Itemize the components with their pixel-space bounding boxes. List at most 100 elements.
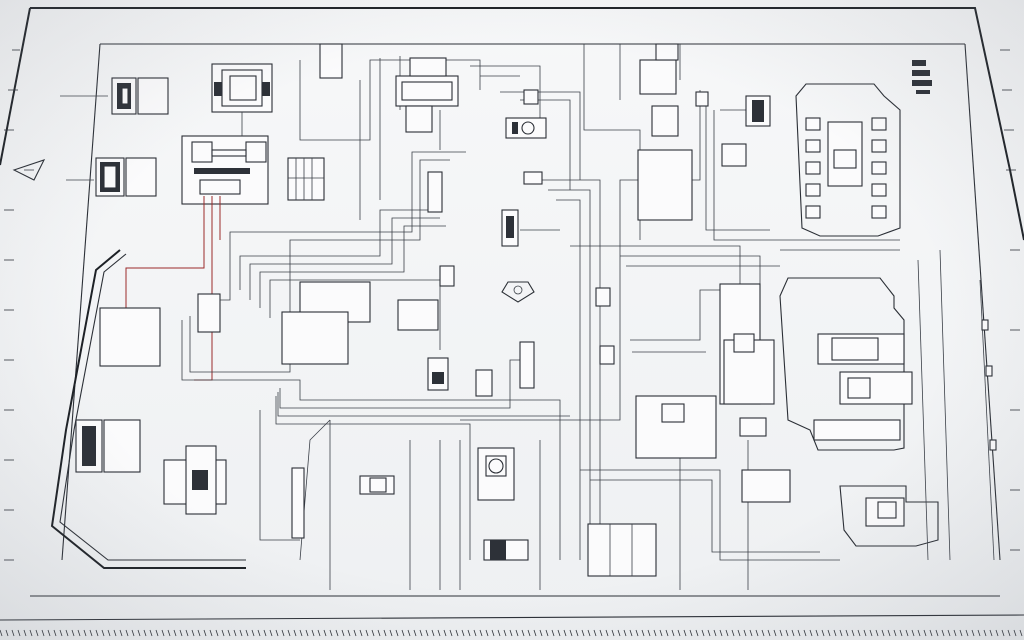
rail-right [805, 117, 887, 219]
ruler-tick [689, 629, 693, 637]
ruler-tick [1013, 629, 1017, 637]
ruler-tick [569, 629, 573, 637]
ruler-tick [257, 629, 261, 637]
ruler-tick [281, 629, 285, 637]
ruler-tick [707, 629, 711, 637]
ruler-tick [839, 629, 843, 637]
ruler-tick [473, 629, 477, 637]
ruler-tick [773, 629, 777, 637]
ruler-tick [815, 629, 819, 637]
rail-rung-right [871, 205, 887, 219]
center-components [281, 57, 547, 397]
ruler-tick [593, 629, 597, 637]
ruler-tick [863, 629, 867, 637]
ruler-tick [11, 629, 15, 637]
ruler-tick [635, 629, 639, 637]
ruler-tick [827, 629, 831, 637]
ruler-tick [749, 629, 753, 637]
ruler-tick [761, 629, 765, 637]
ruler-tick [233, 629, 237, 637]
ruler-tick [407, 629, 411, 637]
ruler-tick [0, 629, 3, 637]
relay-bank [287, 43, 343, 201]
rail-rung-left [805, 183, 821, 197]
ruler-tick [803, 629, 807, 637]
ruler-tick [725, 629, 729, 637]
ruler-tick [59, 629, 63, 637]
ruler-tick [197, 629, 201, 637]
left-wall [50, 249, 246, 569]
ruler-tick [971, 629, 975, 637]
ruler-tick [887, 629, 891, 637]
ruler-tick [527, 629, 531, 637]
rail-rung-right [871, 139, 887, 153]
rail-rung-left [805, 161, 821, 175]
ruler-tick [557, 629, 561, 637]
ruler-tick [101, 629, 105, 637]
rail-rung-left [805, 205, 821, 219]
ruler-tick [797, 629, 801, 637]
ruler-tick [581, 629, 585, 637]
dimension-lines [917, 249, 997, 561]
bottom-ruler [0, 629, 1023, 637]
ruler-tick [41, 629, 45, 637]
block-top-left [60, 77, 169, 197]
ruler-tick [935, 629, 939, 637]
ruler-tick [269, 629, 273, 637]
ruler-tick [455, 629, 459, 637]
ruler-tick [551, 629, 555, 637]
ruler-tick [485, 629, 489, 637]
ruler-tick [107, 629, 111, 637]
ruler-tick [479, 629, 483, 637]
ruler-tick [35, 629, 39, 637]
ruler-tick [83, 629, 87, 637]
ruler-tick [191, 629, 195, 637]
ruler-tick [575, 629, 579, 637]
rail-rung-left [805, 117, 821, 131]
ruler-tick [1001, 629, 1005, 637]
ruler-tick [977, 629, 981, 637]
ruler-tick [263, 629, 267, 637]
ruler-tick [371, 629, 375, 637]
sheet-border [0, 7, 1024, 621]
ruler-tick [305, 629, 309, 637]
ruler-tick [443, 629, 447, 637]
ruler-tick [71, 629, 75, 637]
ruler-tick [533, 629, 537, 637]
ruler-tick [329, 629, 333, 637]
margin-ticks-left [4, 49, 20, 561]
ruler-tick [911, 629, 915, 637]
ruler-tick [671, 629, 675, 637]
ruler-tick [641, 629, 645, 637]
ruler-tick [563, 629, 567, 637]
ruler-tick [701, 629, 705, 637]
ruler-tick [683, 629, 687, 637]
ruler-tick [65, 629, 69, 637]
ruler-tick [515, 629, 519, 637]
ruler-tick [119, 629, 123, 637]
ruler-tick [413, 629, 417, 637]
ruler-tick [869, 629, 873, 637]
ruler-tick [77, 629, 81, 637]
ruler-tick [995, 629, 999, 637]
ruler-tick [431, 629, 435, 637]
ruler-tick [617, 629, 621, 637]
ruler-tick [833, 629, 837, 637]
ruler-tick [959, 629, 963, 637]
ruler-tick [149, 629, 153, 637]
ruler-tick [767, 629, 771, 637]
ruler-tick [509, 629, 513, 637]
ruler-tick [17, 629, 21, 637]
ruler-tick [227, 629, 231, 637]
ruler-tick [377, 629, 381, 637]
ruler-tick [743, 629, 747, 637]
ruler-tick [353, 629, 357, 637]
ruler-tick [785, 629, 789, 637]
ruler-tick [521, 629, 525, 637]
ruler-tick [881, 629, 885, 637]
ruler-tick [875, 629, 879, 637]
ruler-tick [53, 629, 57, 637]
ruler-tick [251, 629, 255, 637]
